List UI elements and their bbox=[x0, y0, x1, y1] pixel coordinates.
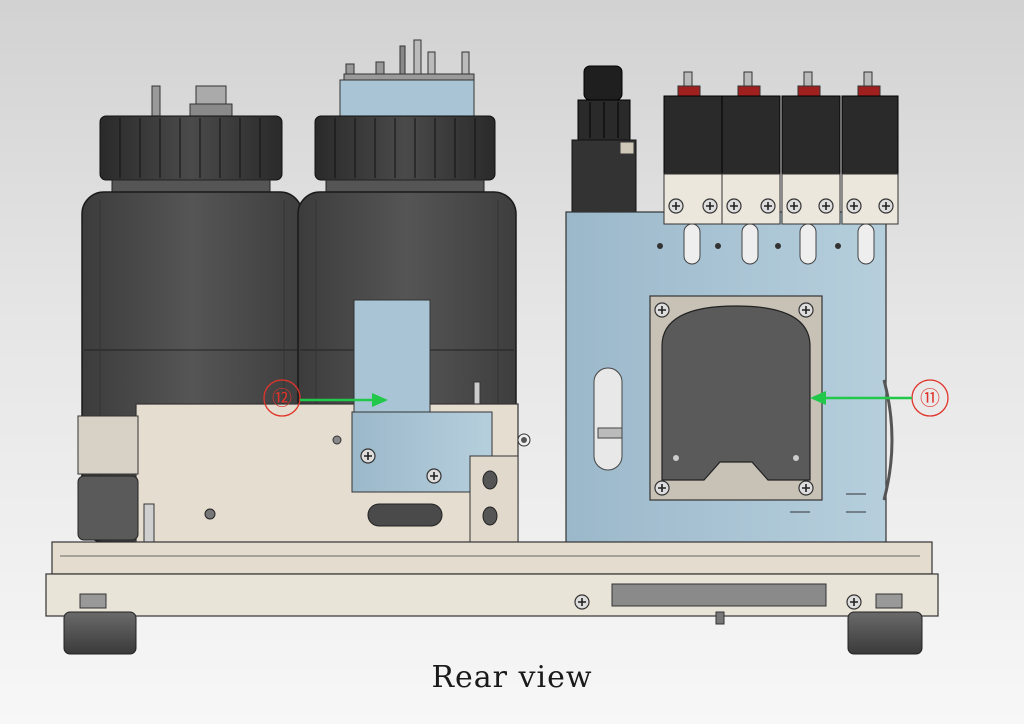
base-chassis bbox=[45, 541, 939, 655]
solenoid-valve-4 bbox=[841, 71, 899, 265]
peristaltic-pump bbox=[649, 295, 823, 501]
solenoid-valve-2 bbox=[721, 71, 781, 265]
solenoid-valve-3 bbox=[781, 71, 841, 265]
tube-holder-assembly bbox=[351, 299, 519, 545]
view-caption: Rear view bbox=[431, 660, 593, 695]
callout-12-label: ⑫ bbox=[272, 386, 292, 410]
arrow-11-head bbox=[810, 391, 826, 405]
solenoid-valves bbox=[663, 71, 899, 265]
solenoid-valve-1 bbox=[663, 71, 723, 265]
arrow-12-head bbox=[372, 393, 388, 407]
callout-11: ⑪ bbox=[810, 379, 949, 417]
callout-12: ⑫ bbox=[263, 379, 388, 417]
callout-11-label: ⑪ bbox=[920, 386, 940, 410]
